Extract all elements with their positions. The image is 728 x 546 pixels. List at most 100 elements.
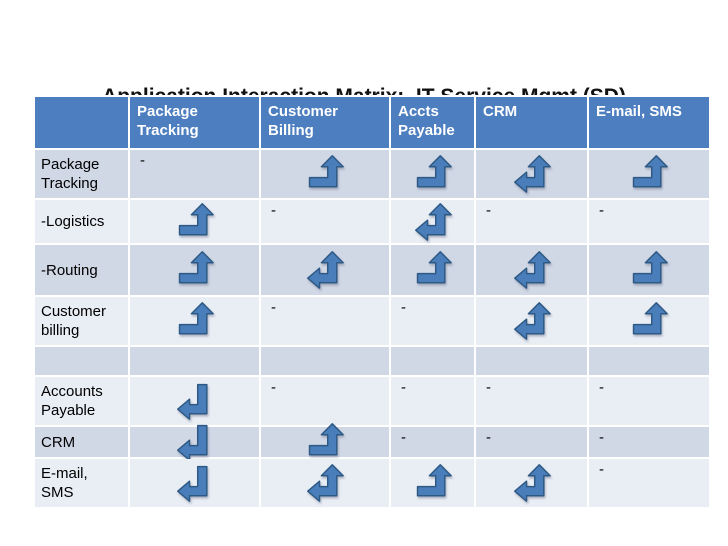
no-interaction-dash-cell: -	[128, 148, 261, 200]
bent-up-arrow-icon	[632, 155, 668, 188]
interaction-arrow-cell	[389, 457, 476, 509]
no-interaction-dash-cell: -	[259, 198, 391, 245]
table-row: -Logistics - - -	[33, 198, 711, 245]
interaction-arrow-cell	[474, 295, 589, 347]
two-way-bent-arrow-icon	[414, 202, 452, 241]
dash-label: -	[271, 202, 276, 219]
dash-label: -	[599, 461, 604, 478]
interaction-arrow-cell	[128, 457, 261, 509]
interaction-arrow-cell	[474, 148, 589, 200]
empty-cell	[128, 345, 261, 377]
dash-label: -	[271, 379, 276, 396]
interaction-arrow-cell	[128, 424, 261, 461]
dash-label: -	[401, 379, 406, 396]
no-interaction-dash-cell: -	[259, 295, 391, 347]
dash-label: -	[271, 299, 276, 316]
bent-left-return-arrow-icon	[176, 424, 208, 461]
interaction-arrow-cell	[128, 243, 261, 297]
row-label: CRM	[33, 425, 130, 459]
interaction-arrow-cell	[474, 243, 589, 297]
bent-up-arrow-icon	[178, 202, 214, 235]
row-label: Customer billing	[33, 295, 130, 347]
row-label: -Logistics	[33, 198, 130, 245]
interaction-arrow-cell	[587, 148, 711, 200]
no-interaction-dash-cell: -	[389, 375, 476, 427]
interaction-arrow-cell	[128, 198, 261, 245]
interaction-arrow-cell	[389, 243, 476, 297]
no-interaction-dash-cell: -	[587, 198, 711, 245]
two-way-bent-arrow-icon	[307, 251, 344, 289]
interaction-arrow-cell	[128, 375, 261, 427]
no-interaction-dash-cell: -	[474, 198, 589, 245]
no-interaction-dash-cell: -	[474, 375, 589, 427]
two-way-bent-arrow-icon	[513, 302, 551, 340]
dash-label: -	[486, 379, 491, 396]
bent-up-arrow-icon	[632, 251, 668, 284]
bent-left-return-arrow-icon	[176, 383, 208, 420]
interaction-arrow-cell	[389, 198, 476, 245]
no-interaction-dash-cell: -	[389, 425, 476, 459]
table-row	[33, 345, 711, 377]
dash-label: -	[486, 429, 491, 446]
no-interaction-dash-cell: -	[587, 425, 711, 459]
row-label: -Routing	[33, 243, 130, 297]
dash-label: -	[401, 429, 406, 446]
table-row: E-mail, SMS -	[33, 457, 711, 509]
no-interaction-dash-cell: -	[474, 425, 589, 459]
interaction-arrow-cell	[128, 295, 261, 347]
column-header-e-mail-sms: E-mail, SMS	[587, 95, 711, 150]
column-header-crm: CRM	[474, 95, 589, 150]
no-interaction-dash-cell: -	[389, 295, 476, 347]
interaction-arrow-cell	[587, 295, 711, 347]
bent-left-return-arrow-icon	[176, 465, 208, 502]
interaction-arrow-cell	[259, 148, 391, 200]
table-row: -Routing	[33, 243, 711, 297]
no-interaction-dash-cell: -	[587, 457, 711, 509]
column-header-customer-billing: Customer Billing	[259, 95, 391, 150]
two-way-bent-arrow-icon	[513, 155, 551, 193]
bent-up-arrow-icon	[178, 251, 214, 284]
bent-up-arrow-icon	[632, 302, 668, 335]
table-row: Accounts Payable - - - -	[33, 375, 711, 427]
row-label: Accounts Payable	[33, 375, 130, 427]
dash-label: -	[599, 202, 604, 219]
no-interaction-dash-cell: -	[259, 375, 391, 427]
interaction-arrow-cell	[474, 457, 589, 509]
bent-up-arrow-icon	[308, 155, 344, 188]
empty-cell	[587, 345, 711, 377]
column-header-accts-payable: Accts Payable	[389, 95, 476, 150]
bent-up-arrow-icon	[416, 251, 452, 284]
interaction-arrow-cell	[259, 423, 391, 459]
dash-label: -	[486, 202, 491, 219]
two-way-bent-arrow-icon	[513, 251, 551, 289]
corner-header-cell	[33, 95, 130, 150]
table-row: CRM - - -	[33, 423, 711, 461]
two-way-bent-arrow-icon	[307, 464, 344, 502]
bent-up-arrow-icon	[178, 302, 214, 335]
bent-up-arrow-icon	[416, 464, 452, 497]
row-label: E-mail, SMS	[33, 457, 130, 509]
empty-cell	[474, 345, 589, 377]
interaction-arrow-cell	[259, 457, 391, 509]
empty-cell	[259, 345, 391, 377]
interaction-arrow-cell	[259, 243, 391, 297]
interaction-arrow-cell	[389, 148, 476, 200]
dash-label: -	[599, 379, 604, 396]
column-header-package-tracking: Package Tracking	[128, 95, 261, 150]
dash-label: -	[599, 429, 604, 446]
dash-label: -	[401, 299, 406, 316]
row-label: Package Tracking	[33, 148, 130, 200]
table-row: Package Tracking-	[33, 148, 711, 200]
no-interaction-dash-cell: -	[587, 375, 711, 427]
bent-up-arrow-icon	[308, 423, 344, 456]
two-way-bent-arrow-icon	[513, 464, 551, 502]
empty-cell	[389, 345, 476, 377]
spacer-row-label	[33, 345, 130, 377]
dash-label: -	[140, 152, 145, 169]
interaction-arrow-cell	[587, 243, 711, 297]
